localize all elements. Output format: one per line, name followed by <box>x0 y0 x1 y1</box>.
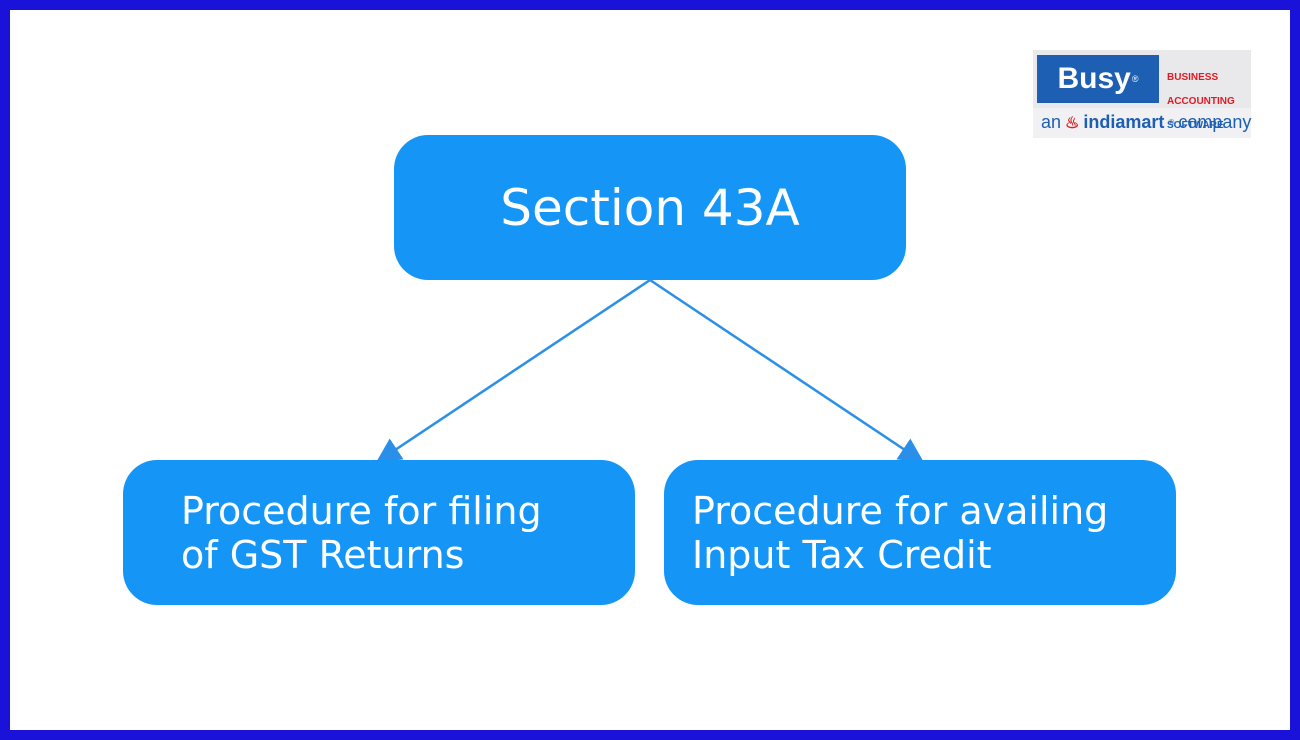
indiamart-registered-mark: ® <box>1168 118 1175 127</box>
logo-subtitle: an ♨indiamart® company <box>1041 112 1251 133</box>
tagline-line-3: SOFTWARE <box>1167 120 1224 131</box>
child-node-gst-returns: Procedure for filing of GST Returns <box>123 460 635 605</box>
connector-left <box>375 278 651 463</box>
diagram-canvas: Section 43A Procedure for filing of GST … <box>10 10 1290 730</box>
tagline-line-2: ACCOUNTING <box>1167 96 1235 107</box>
root-node: Section 43A <box>394 135 906 280</box>
busy-logo: Busy® BUSINESS ACCOUNTING SOFTWARE an ♨i… <box>1033 50 1251 138</box>
busy-wordmark: Busy® <box>1037 55 1159 103</box>
logo-tagline: BUSINESS ACCOUNTING SOFTWARE <box>1167 60 1235 144</box>
logo-banner: Busy® BUSINESS ACCOUNTING SOFTWARE <box>1033 50 1251 131</box>
indiamart-brand-text: indiamart <box>1083 112 1165 132</box>
root-node-label: Section 43A <box>500 178 800 237</box>
child-node-label: Procedure for filing of GST Returns <box>181 488 542 577</box>
connector-layer <box>375 278 925 463</box>
tagline-line-1: BUSINESS <box>1167 72 1219 83</box>
busy-brand-text: Busy <box>1057 62 1131 95</box>
child-node-input-tax-credit: Procedure for availing Input Tax Credit <box>664 460 1176 605</box>
indiamart-flame-icon: ♨ <box>1065 114 1080 132</box>
connector-right <box>649 278 925 463</box>
subtitle-suffix: company <box>1178 112 1252 132</box>
child-node-label: Procedure for availing Input Tax Credit <box>692 488 1109 577</box>
registered-mark: ® <box>1131 74 1139 84</box>
subtitle-prefix: an <box>1041 112 1062 132</box>
